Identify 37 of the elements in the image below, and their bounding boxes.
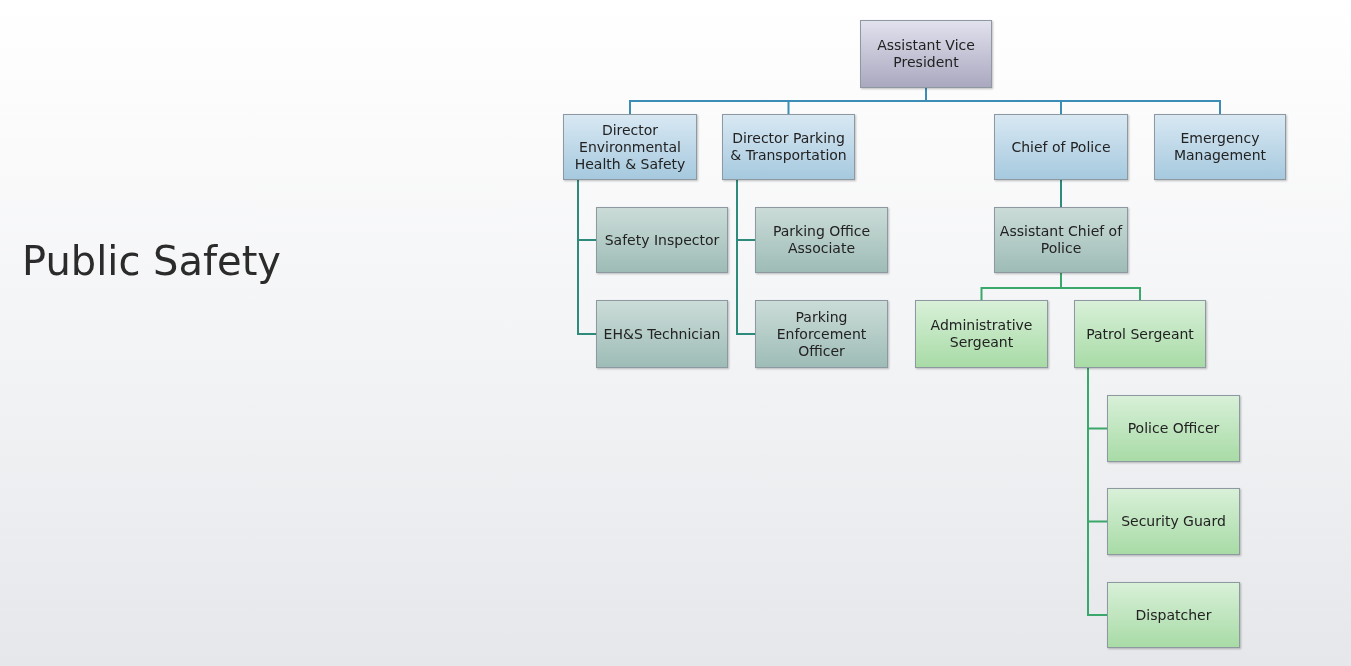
org-box — [563, 114, 697, 180]
role-title: EH&S Technician — [602, 325, 722, 343]
org-box — [1107, 395, 1240, 462]
role-title: Parking Office Associate — [771, 223, 872, 257]
org-box — [596, 207, 728, 273]
role-title: Administrative Sergeant — [929, 317, 1034, 351]
org-box — [860, 20, 992, 88]
role-title: Director Parking & Transportation — [729, 130, 848, 164]
org-box — [722, 114, 855, 180]
org-box — [1107, 488, 1240, 555]
role-title: Patrol Sergeant — [1085, 325, 1195, 343]
role-title: Assistant Vice President — [876, 37, 976, 71]
role-title: Police Officer — [1126, 420, 1221, 437]
role-title: Chief of Police — [1010, 138, 1112, 156]
role-title: Security Guard — [1120, 513, 1227, 530]
connector-line — [1060, 272, 1141, 301]
role-title: Safety Inspector — [603, 231, 721, 249]
role-title: Assistant Chief of Police — [998, 223, 1124, 257]
connector-line — [1087, 367, 1108, 616]
org-box — [1107, 582, 1240, 648]
org-box — [994, 207, 1128, 273]
connector-line — [736, 179, 756, 335]
role-title: Parking Enforcement Officer — [775, 308, 868, 360]
org-box — [596, 300, 728, 368]
role-title: Director Environmental Health & Safety — [573, 121, 687, 173]
org-box — [1074, 300, 1206, 368]
role-title: Emergency Management — [1172, 130, 1268, 164]
org-box — [994, 114, 1128, 180]
org-box — [915, 300, 1048, 368]
connector-line — [925, 87, 1221, 115]
connector-line — [1060, 179, 1062, 208]
org-box — [1154, 114, 1286, 180]
role-title: Dispatcher — [1134, 606, 1213, 624]
org-box — [755, 300, 888, 368]
title: Public Safety — [22, 238, 282, 284]
org-box — [755, 207, 888, 273]
connector-line — [577, 179, 597, 335]
